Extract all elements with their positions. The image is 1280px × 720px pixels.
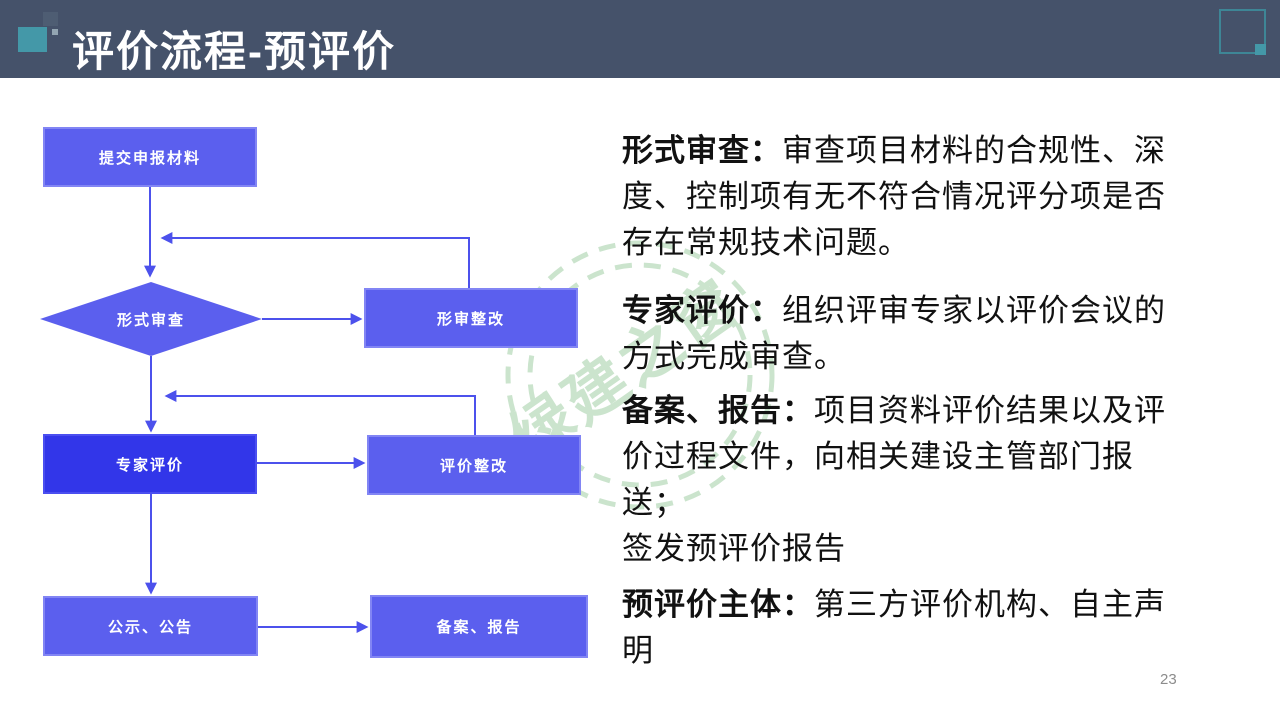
paragraph-expert-eval-label: 专家评价： xyxy=(622,293,782,328)
page-title: 评价流程-预评价 xyxy=(72,28,396,75)
deco-corner-square-icon xyxy=(1255,44,1266,55)
deco-square-teal-icon xyxy=(18,27,47,52)
deco-square-tiny-icon xyxy=(52,29,58,35)
paragraph-filing-label: 备案、报告： xyxy=(622,393,814,428)
paragraph-formal-review: 形式审查：审查项目材料的合规性、深 度、控制项有无不符合情况评分项是否 存在常规… xyxy=(622,128,1190,266)
flow-node-filing-label: 备案、报告 xyxy=(436,619,522,636)
paragraph-subject: 预评价主体：第三方评价机构、自主声 明 xyxy=(622,582,1190,674)
page-number: 23 xyxy=(1160,671,1177,688)
flow-node-expert-eval-label: 专家评价 xyxy=(115,456,184,474)
flow-node-filing: 备案、报告 xyxy=(370,595,588,658)
flow-node-eval-rectify-label: 评价整改 xyxy=(439,457,508,475)
flow-node-formal-review-label: 形式审查 xyxy=(116,311,185,329)
flow-node-submit-label: 提交申报材料 xyxy=(98,149,201,167)
paragraph-expert-eval: 专家评价：组织评审专家以评价会议的 方式完成审查。 xyxy=(622,288,1190,380)
flow-node-expert-eval: 专家评价 xyxy=(43,434,257,494)
connector-eval-rectify-loopback xyxy=(164,390,476,435)
paragraph-formal-review-label: 形式审查： xyxy=(622,133,782,168)
flow-node-formal-review: 形式审查 xyxy=(40,282,262,356)
paragraph-subject-body: 第三方评价机构、自主声 明 xyxy=(622,587,1166,668)
header-bar: 评价流程-预评价 xyxy=(0,0,1280,78)
flow-node-formal-rectify: 形审整改 xyxy=(364,288,578,348)
connector-formal-rectify-loopback xyxy=(160,232,470,288)
deco-square-slate-icon xyxy=(43,12,58,26)
flow-node-formal-rectify-label: 形审整改 xyxy=(436,310,505,328)
description-column: 形式审查：审查项目材料的合规性、深 度、控制项有无不符合情况评分项是否 存在常规… xyxy=(622,128,1190,674)
flow-node-publicity-label: 公示、公告 xyxy=(107,618,193,636)
flow-node-submit: 提交申报材料 xyxy=(43,127,257,187)
paragraph-filing: 备案、报告：项目资料评价结果以及评 价过程文件，向相关建设主管部门报送； 签发预… xyxy=(622,388,1190,572)
flow-node-publicity: 公示、公告 xyxy=(43,596,258,656)
flow-node-eval-rectify: 评价整改 xyxy=(367,435,581,495)
paragraph-subject-label: 预评价主体： xyxy=(622,587,814,622)
deco-outline-square-icon xyxy=(1219,9,1266,54)
